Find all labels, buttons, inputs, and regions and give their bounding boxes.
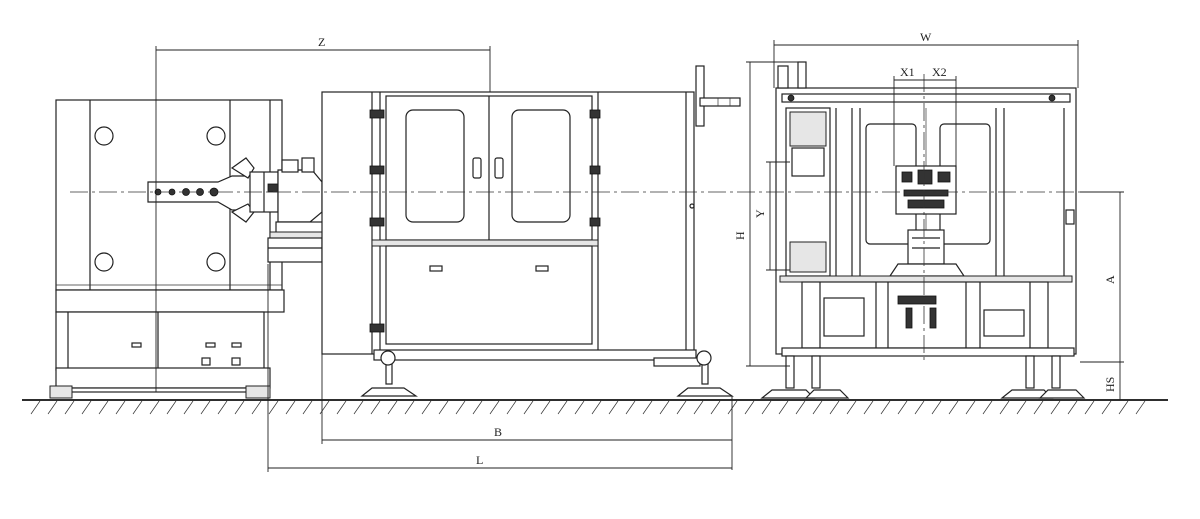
dim-label-w: W <box>920 30 932 44</box>
ground-hatch-line <box>999 400 1010 415</box>
ground-hatch-line <box>47 400 58 415</box>
ground-hatch-line <box>506 400 517 415</box>
ground-hatch-line <box>81 400 92 415</box>
ground-hatch-line <box>676 400 687 415</box>
ground-hatch-line <box>302 400 313 415</box>
ground <box>22 399 1168 415</box>
ground-hatch-line <box>98 400 109 415</box>
dim-label-x1: X1 <box>900 65 915 79</box>
right-machine <box>760 61 1086 399</box>
dimension-b: B <box>321 354 733 470</box>
dim-label-hs: HS <box>1103 377 1117 392</box>
right-machine-feet <box>760 355 1086 399</box>
ground-hatch-line <box>778 400 789 415</box>
ground-hatch-line <box>64 400 75 415</box>
ground-hatch-line <box>982 400 993 415</box>
ground-hatch-line <box>965 400 976 415</box>
dim-label-h: H <box>733 231 747 240</box>
ground-hatch-line <box>115 400 126 415</box>
ground-hatch-line <box>761 400 772 415</box>
ground-hatch-line <box>642 400 653 415</box>
ground-hatch-line <box>540 400 551 415</box>
ground-hatch-line <box>387 400 398 415</box>
ground-hatch-line <box>234 400 245 415</box>
ground-hatch-line <box>472 400 483 415</box>
dim-label-y: Y <box>753 209 767 218</box>
ground-hatch-line <box>795 400 806 415</box>
ground-hatch-line <box>285 400 296 415</box>
ground-hatch-line <box>608 400 619 415</box>
ground-hatch-line <box>1101 400 1112 415</box>
ground-hatch-line <box>1016 400 1027 415</box>
ground-hatch-line <box>370 400 381 415</box>
ground-hatch-line <box>1118 400 1129 415</box>
ground-hatch-line <box>1050 400 1061 415</box>
ground-hatch-line <box>30 400 41 415</box>
ground-hatch-line <box>591 400 602 415</box>
dimension-y: Y <box>753 161 790 271</box>
ground-hatch-line <box>863 400 874 415</box>
dim-label-x2: X2 <box>932 65 947 79</box>
dim-label-l: L <box>476 453 483 467</box>
ground-hatch-line <box>880 400 891 415</box>
dimension-x1-x2: X1 X2 <box>893 65 957 166</box>
ground-hatch-line <box>574 400 585 415</box>
ground-hatch-line <box>812 400 823 415</box>
dimension-l: L <box>267 264 732 472</box>
dimension-z: Z <box>155 35 491 392</box>
dimension-hs: HS <box>1103 362 1121 400</box>
dimension-h: H <box>733 61 800 367</box>
ground-hatch-line <box>455 400 466 415</box>
dim-label-a: A <box>1103 275 1117 284</box>
ground-hatch-line <box>251 400 262 415</box>
ground-hatch-line <box>1067 400 1078 415</box>
dim-label-z: Z <box>318 35 325 49</box>
dimension-w: W <box>773 30 1079 88</box>
ground-hatch-line <box>200 400 211 415</box>
ground-hatch-line <box>1084 400 1095 415</box>
ground-hatch-line <box>744 400 755 415</box>
ground-hatch-line <box>710 400 721 415</box>
ground-hatch-line <box>217 400 228 415</box>
ground-hatch-line <box>659 400 670 415</box>
ground-hatch-line <box>336 400 347 415</box>
ground-hatch-line <box>557 400 568 415</box>
ground-hatch-line <box>693 400 704 415</box>
ground-hatch-line <box>149 400 160 415</box>
ground-hatch-line <box>948 400 959 415</box>
ground-hatch-line <box>625 400 636 415</box>
ground-hatch-line <box>931 400 942 415</box>
ground-hatch-line <box>914 400 925 415</box>
ground-hatch-line <box>1135 400 1146 415</box>
ground-hatch-line <box>846 400 857 415</box>
ground-hatch-line <box>319 400 330 415</box>
ground-hatch-line <box>404 400 415 415</box>
ground-hatch-line <box>353 400 364 415</box>
ground-hatch-line <box>421 400 432 415</box>
ground-hatch-line <box>523 400 534 415</box>
dimension-a: A <box>1080 191 1124 363</box>
left-machine <box>49 99 329 399</box>
ground-hatch-line <box>166 400 177 415</box>
ground-hatch-line <box>268 400 279 415</box>
ground-hatch-line <box>1033 400 1044 415</box>
ground-hatch-line <box>438 400 449 415</box>
dim-label-b: B <box>494 425 502 439</box>
ground-hatch-line <box>897 400 908 415</box>
ground-hatch-line <box>829 400 840 415</box>
middle-machine <box>321 65 741 397</box>
ground-hatch-line <box>183 400 194 415</box>
ground-hatch-line <box>132 400 143 415</box>
ground-hatch-line <box>727 400 738 415</box>
ground-hatch-line <box>489 400 500 415</box>
